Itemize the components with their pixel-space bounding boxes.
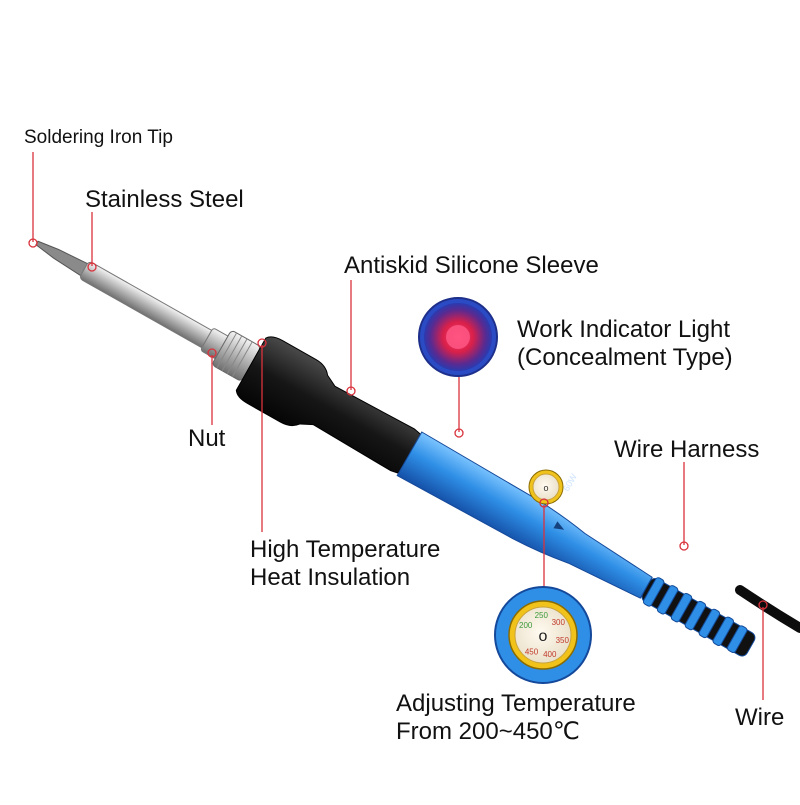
- dial-scale-mark: 300: [552, 618, 566, 627]
- wire-harness: [641, 577, 756, 657]
- label-work-indicator-line1: Work Indicator Light: [517, 316, 730, 343]
- label-heat-insulation-line1: High Temperature: [250, 536, 441, 563]
- label-nut: Nut: [188, 425, 226, 452]
- label-wire-harness: Wire Harness: [614, 436, 760, 463]
- dial-scale-mark: 400: [543, 650, 557, 659]
- wire: [735, 585, 800, 633]
- soldering-tip: [35, 240, 90, 278]
- leader-lines: [28, 152, 768, 700]
- label-heat-insulation-line2: Heat Insulation: [250, 563, 411, 591]
- dial-scale-mark: 350: [556, 636, 570, 645]
- label-stainless-steel: Stainless Steel: [85, 186, 244, 213]
- indicator-light-zoom: [418, 297, 498, 377]
- label-work-indicator-light: Work Indicator Light (Concealment Type): [517, 316, 733, 371]
- dial-small-mark: o: [543, 483, 548, 493]
- stainless-steel-barrel: [80, 261, 219, 352]
- dial-scale-mark: 250: [535, 611, 549, 620]
- blue-handle: [396, 431, 653, 599]
- wattage-label: 60W: [561, 472, 579, 493]
- label-work-indicator-line2: (Concealment Type): [517, 343, 733, 371]
- svg-text:o: o: [539, 628, 548, 645]
- dial-scale-mark: 450: [525, 647, 539, 656]
- label-heat-insulation: High Temperature Heat Insulation: [250, 536, 440, 591]
- label-adjusting-temperature-line1: Adjusting Temperature: [396, 690, 636, 717]
- label-silicone-sleeve: Antiskid Silicone Sleeve: [344, 252, 599, 279]
- dial-scale-mark: 200: [519, 621, 533, 630]
- nut: [212, 330, 261, 381]
- label-soldering-iron-tip: Soldering Iron Tip: [24, 127, 173, 148]
- temperature-dial: o: [528, 469, 564, 505]
- indicator-red-icon: [446, 325, 470, 349]
- silicone-sleeve: [235, 336, 423, 475]
- soldering-iron: [35, 240, 756, 657]
- label-wire: Wire: [735, 704, 785, 731]
- label-adjusting-temperature-line2: From 200~450℃: [396, 717, 580, 745]
- label-adjusting-temperature: Adjusting Temperature From 200~450℃: [396, 690, 636, 745]
